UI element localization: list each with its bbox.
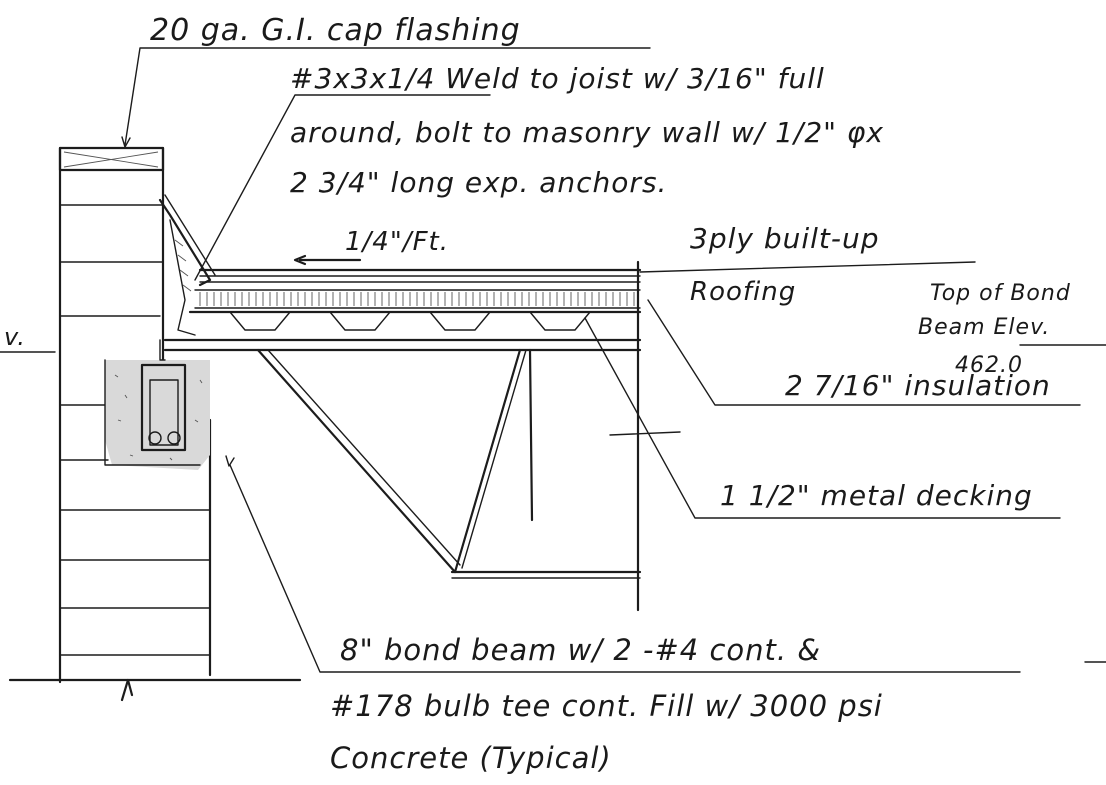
label-left-fragment: v. [4, 323, 26, 351]
roof-assembly [158, 194, 642, 612]
label-insulation: 2 7/16" insulation [785, 369, 1051, 402]
metal-decking-pattern [199, 311, 631, 331]
label-roofing-line1: 3ply built-up [690, 222, 880, 255]
label-elev-line1: Top of Bond [930, 281, 1071, 306]
label-flashing: 20 ga. G.I. cap flashing [150, 13, 521, 48]
label-bond-beam-line3: Concrete (Typical) [330, 741, 612, 775]
label-decking: 1 1/2" metal decking [720, 479, 1033, 512]
annotations: 20 ga. G.I. cap flashing #3x3x1/4 Weld t… [4, 13, 1071, 775]
bond-beam [104, 359, 210, 470]
masonry-wall [8, 146, 302, 702]
label-roofing-line2: Roofing [690, 277, 796, 307]
label-bond-beam-line1: 8" bond beam w/ 2 -#4 cont. & [340, 633, 821, 667]
label-angle-line2: around, bolt to masonry wall w/ 1/2" φx [290, 116, 884, 149]
joist-web [256, 348, 681, 579]
slope-arrow [293, 254, 362, 266]
label-bond-beam-line2: #178 bulb tee cont. Fill w/ 3000 psi [330, 689, 883, 723]
insulation-pattern [199, 292, 635, 306]
label-elev-line2: Beam Elev. [918, 315, 1050, 340]
label-slope: 1/4"/Ft. [345, 227, 449, 257]
leader-lines [0, 47, 1106, 673]
label-elev-value: 462.0 [955, 353, 1023, 378]
cap-flashing [58, 146, 165, 172]
label-angle-line3: 2 3/4" long exp. anchors. [290, 166, 667, 199]
label-angle-line1: #3x3x1/4 Weld to joist w/ 3/16" full [290, 62, 825, 95]
